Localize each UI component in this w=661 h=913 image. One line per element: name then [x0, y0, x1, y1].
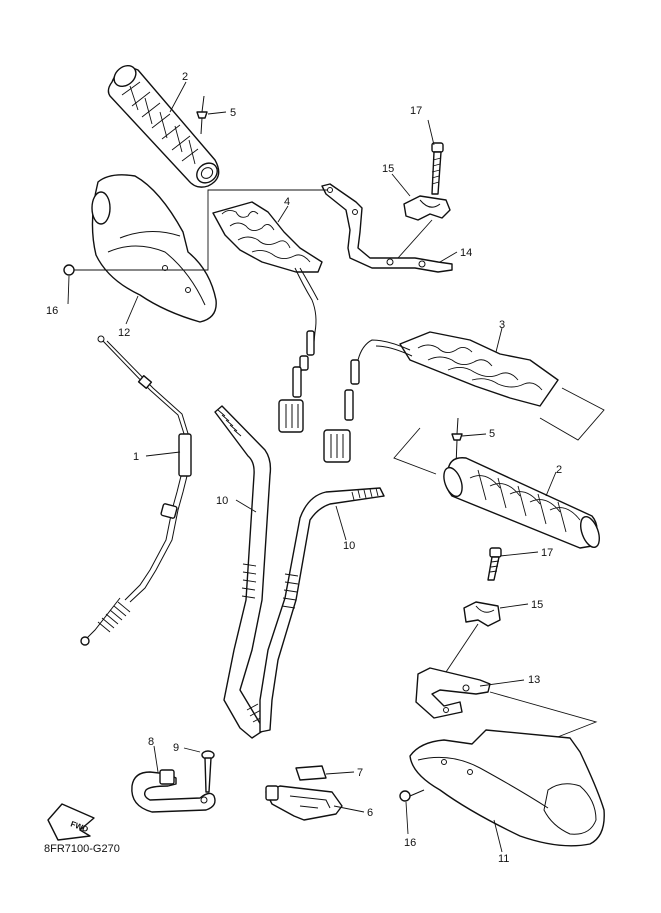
assembly-outline-lower — [489, 691, 598, 741]
handlebar-right — [259, 487, 385, 733]
callout-17-upper: 17 — [410, 105, 422, 117]
callout-7: 7 — [357, 767, 363, 779]
callout-10-left: 10 — [216, 495, 228, 507]
clamp-upper — [403, 195, 451, 221]
callout-9: 9 — [173, 742, 179, 754]
right-grip-heater — [323, 331, 559, 463]
right-grip — [443, 457, 600, 549]
bolt-lower — [487, 547, 502, 581]
right-handle-cover — [409, 729, 605, 847]
screw-upper-left — [63, 264, 88, 276]
left-grip — [107, 64, 220, 188]
clamp-lower — [463, 601, 501, 627]
fwd-arrow-icon: FWD — [47, 803, 95, 841]
callout-5-upper: 5 — [230, 107, 236, 119]
callout-17-lower: 17 — [541, 547, 553, 559]
switch-holder-6 — [265, 785, 343, 821]
callout-15-lower: 15 — [531, 599, 543, 611]
callout-4: 4 — [284, 196, 290, 208]
assembly-outline-right — [393, 387, 605, 475]
screw-9 — [201, 750, 215, 793]
callout-12: 12 — [118, 327, 130, 339]
callout-5-lower: 5 — [489, 428, 495, 440]
pad-7 — [295, 765, 327, 781]
callout-11: 11 — [498, 853, 509, 865]
bracket-13 — [415, 623, 491, 719]
callout-labels: 2 5 17 15 4 14 16 12 3 5 1 2 10 10 17 15… — [46, 71, 562, 865]
bracket-14 — [321, 183, 453, 273]
callout-16-upper: 16 — [46, 305, 58, 317]
callout-6: 6 — [367, 807, 373, 819]
callout-14: 14 — [460, 247, 472, 259]
diagram-code: 8FR7100-G270 — [44, 843, 120, 855]
throttle-cable — [80, 335, 192, 646]
callout-10-right: 10 — [343, 540, 355, 552]
callout-1: 1 — [133, 451, 139, 463]
callout-15-upper: 15 — [382, 163, 394, 175]
cable-holder-8 — [131, 769, 216, 813]
callout-2-lower: 2 — [556, 464, 562, 476]
leader-lines — [67, 81, 557, 853]
bolt-upper — [431, 142, 444, 195]
assembly-outline-upper — [88, 189, 433, 271]
left-handle-cover — [91, 174, 217, 323]
callout-16-lower: 16 — [404, 837, 416, 849]
callout-8: 8 — [148, 736, 154, 748]
callout-2-upper: 2 — [182, 71, 188, 83]
callout-3: 3 — [499, 319, 505, 331]
callout-13: 13 — [528, 674, 540, 686]
rivet-upper — [196, 95, 208, 135]
screw-lower-right — [399, 789, 425, 802]
rivet-lower — [451, 417, 463, 467]
left-grip-heater — [212, 201, 323, 433]
